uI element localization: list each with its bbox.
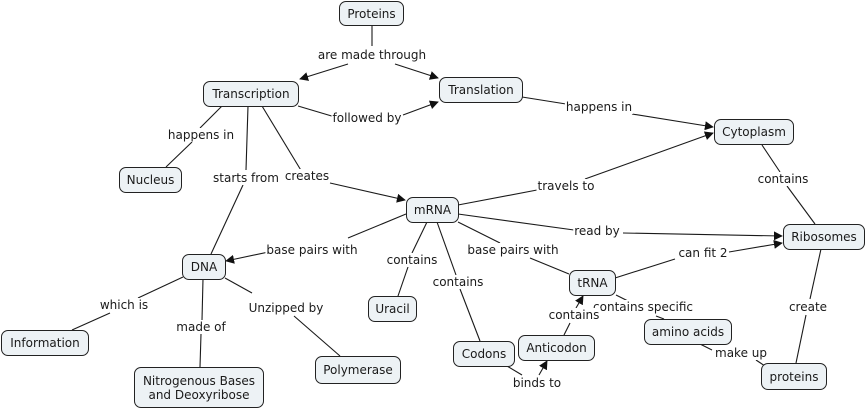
edge-mrna-travels — [457, 189, 538, 206]
link-make-up[interactable]: make up — [714, 346, 768, 360]
link-travels-to[interactable]: travels to — [536, 179, 596, 193]
edge-starts-dna — [210, 184, 244, 255]
edge-readby-ribosomes — [622, 231, 783, 241]
edge-happensin-nucleus — [165, 141, 193, 168]
link-which-is[interactable]: which is — [98, 298, 150, 312]
edge-transcription-followed — [297, 105, 336, 118]
edge-anticodon-contains — [563, 322, 571, 336]
edge-travels-cytoplasm — [584, 131, 714, 180]
edge-dna-unzipped — [224, 277, 253, 294]
edge-mrna-basepairs — [347, 213, 407, 239]
link-creates[interactable]: creates — [283, 169, 331, 183]
link-contains-anticodon[interactable]: contains — [547, 308, 601, 322]
link-can-fit-2[interactable]: can fit 2 — [677, 246, 729, 260]
link-base-pairs-with-dna[interactable]: base pairs with — [265, 243, 359, 257]
edge-contains-uracil — [397, 266, 409, 297]
node-information[interactable]: Information — [1, 330, 89, 356]
edge-mrna-readby — [457, 213, 575, 231]
edge-transcription-happensin — [199, 105, 223, 129]
edge-dna-whichis — [137, 276, 184, 299]
link-happens-in-transcription[interactable]: happens in — [166, 128, 236, 142]
node-codons[interactable]: Codons — [453, 341, 515, 367]
node-dna[interactable]: DNA — [182, 254, 226, 280]
node-transcription[interactable]: Transcription — [203, 81, 299, 107]
link-contains-specific[interactable]: contains specific — [592, 300, 694, 314]
edge-contains-ribosomes — [786, 185, 816, 225]
edge-dna-madeof — [201, 278, 204, 321]
link-unzipped-by[interactable]: Unzipped by — [247, 301, 325, 315]
node-anticodon[interactable]: Anticodon — [518, 335, 595, 361]
node-nucleus[interactable]: Nucleus — [119, 167, 182, 193]
edge-codons-bindsto — [506, 365, 523, 376]
link-binds-to[interactable]: binds to — [511, 376, 563, 390]
edge-mrna-basepairs-trna — [457, 221, 501, 244]
edge-happens-cytoplasm — [631, 113, 714, 131]
edge-bindsto-anticodon — [538, 360, 548, 376]
node-proteins-top[interactable]: Proteins — [339, 1, 404, 26]
node-ribosomes[interactable]: Ribosomes — [783, 224, 865, 250]
link-create[interactable]: create — [787, 300, 829, 314]
link-contains-cytoplasm[interactable]: contains — [756, 172, 810, 186]
node-proteins-bottom[interactable]: proteins — [761, 363, 827, 390]
edge-containsspecific-aminoacids — [655, 315, 665, 320]
edge-aminoacids-makeup — [699, 343, 713, 351]
link-base-pairs-with-trna[interactable]: base pairs with — [466, 243, 560, 257]
node-nitrogenous-bases[interactable]: Nitrogenous Bases and Deoxyribose — [134, 367, 264, 408]
edge-contains-trna — [575, 295, 584, 309]
link-made-of[interactable]: made of — [175, 320, 227, 334]
node-amino-acids[interactable]: amino acids — [644, 319, 732, 345]
node-translation[interactable]: Translation — [439, 77, 523, 103]
link-followed-by[interactable]: followed by — [331, 111, 403, 125]
edge-transcription-starts — [245, 105, 249, 171]
edge-mrna-contains-uracil — [411, 221, 428, 254]
link-contains-uracil[interactable]: contains — [385, 253, 439, 267]
link-contains-codons[interactable]: contains — [431, 275, 485, 289]
node-trna[interactable]: tRNA — [569, 270, 616, 296]
edge-transcription-creates — [261, 105, 303, 173]
edge-create-proteins — [795, 314, 807, 364]
node-mrna[interactable]: mRNA — [406, 197, 459, 223]
edge-canfit-ribosomes — [728, 239, 783, 253]
edge-whichis-information — [71, 312, 111, 331]
edge-madeof-nitrogenous — [199, 333, 202, 368]
edge-followed-translation — [402, 100, 439, 116]
edge-label-translation — [394, 63, 439, 80]
node-polymerase[interactable]: Polymerase — [315, 356, 401, 384]
edge-creates-mrna — [329, 182, 406, 203]
edge-basepairs-trna — [529, 257, 570, 275]
edge-cytoplasm-contains — [761, 144, 781, 173]
link-read-by[interactable]: read by — [573, 224, 621, 238]
edge-label-transcription — [299, 63, 349, 81]
edge-ribosomes-create — [809, 248, 822, 300]
edge-trna-canfit — [614, 258, 676, 279]
edge-translation-happens — [521, 96, 567, 105]
link-starts-from[interactable]: starts from — [212, 171, 280, 185]
link-are-made-through[interactable]: are made through — [316, 48, 428, 62]
node-cytoplasm[interactable]: Cytoplasm — [714, 119, 794, 145]
edge-unzipped-polymerase — [293, 315, 341, 357]
node-uracil[interactable]: Uracil — [368, 296, 417, 322]
edge-contains-codons — [459, 288, 481, 342]
edge-mrna-contains-codons — [436, 221, 457, 276]
link-happens-in-translation[interactable]: happens in — [564, 100, 634, 114]
